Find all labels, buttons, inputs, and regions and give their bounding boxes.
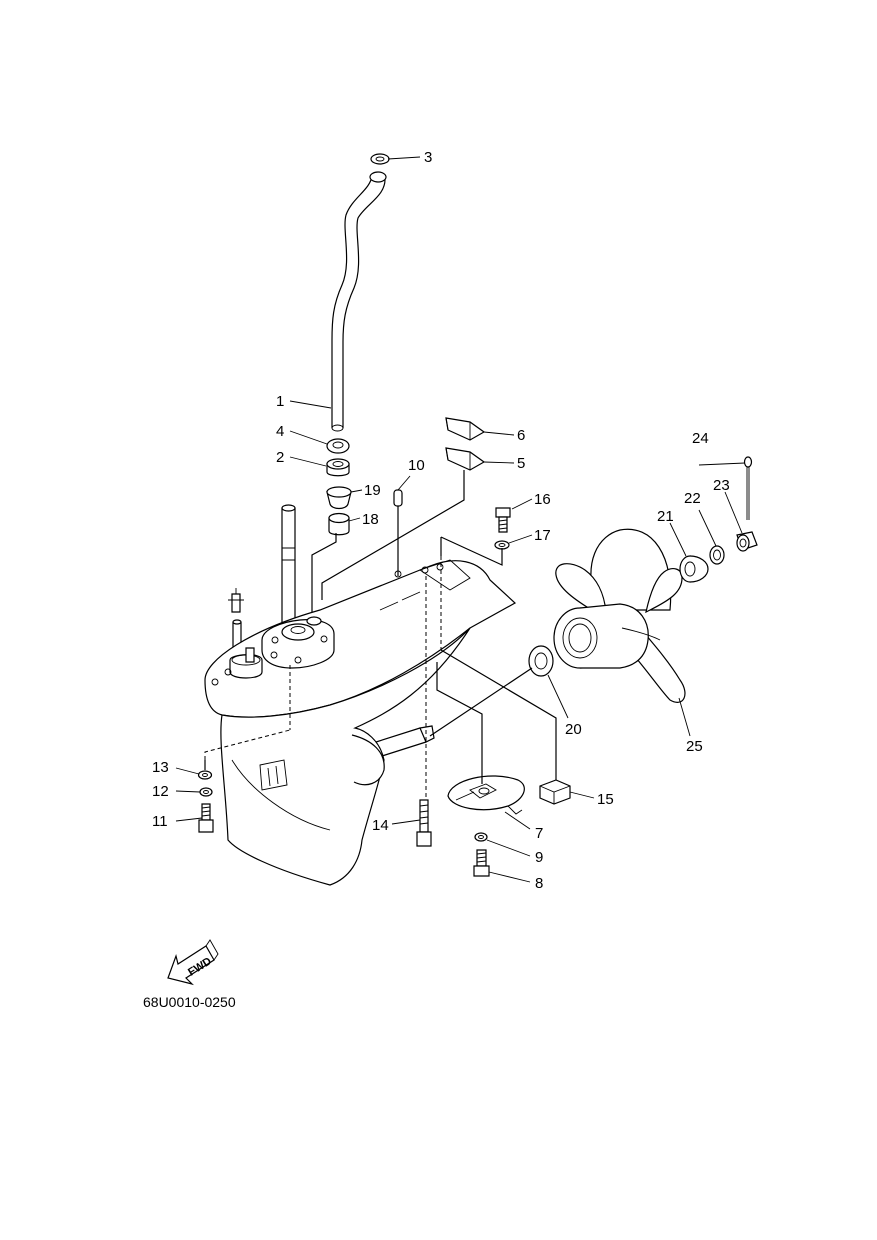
part-25-propeller — [553, 528, 686, 703]
callout-25: 25 — [686, 738, 703, 755]
leader-lines — [175, 156, 746, 883]
callout-15: 15 — [597, 791, 614, 808]
callout-5: 5 — [517, 455, 525, 472]
callout-6: 6 — [517, 427, 525, 444]
lower-casing — [204, 559, 517, 886]
callout-13: 13 — [152, 759, 169, 776]
part-10-dowel-pin — [393, 489, 403, 507]
part-1-water-tube — [331, 171, 387, 432]
part-5-rubber-seal — [445, 447, 486, 471]
callout-17: 17 — [534, 527, 551, 544]
part-16-bolt — [495, 507, 511, 533]
part-15-anode — [539, 779, 571, 805]
part-3-washer — [370, 153, 390, 165]
callout-7: 7 — [535, 825, 543, 842]
part-17-washer — [494, 540, 510, 550]
part-22-washer — [709, 545, 725, 565]
callout-8: 8 — [535, 875, 543, 892]
part-23-nut — [736, 531, 758, 552]
callout-14: 14 — [372, 817, 389, 834]
part-12-washer — [199, 787, 213, 797]
part-2-seal — [326, 458, 350, 477]
part-6-rubber-seal — [445, 417, 486, 441]
callout-4: 4 — [276, 423, 284, 440]
callout-labels: 3 1 4 2 6 5 10 19 18 16 17 24 22 23 21 2… — [152, 149, 730, 892]
callout-22: 22 — [684, 490, 701, 507]
part-8-bolt — [473, 849, 490, 877]
callout-3: 3 — [424, 149, 432, 166]
part-14-bolt — [416, 799, 432, 847]
callout-19: 19 — [364, 482, 381, 499]
part-18-collar — [328, 512, 350, 536]
part-7-trim-tab — [447, 775, 525, 815]
callout-16: 16 — [534, 491, 551, 508]
callout-24: 24 — [692, 430, 709, 447]
diagram-code: 68U0010-0250 — [143, 994, 236, 1010]
callout-11: 11 — [152, 813, 168, 830]
callout-21: 21 — [657, 508, 674, 525]
callout-18: 18 — [362, 511, 379, 528]
callout-20: 20 — [565, 721, 582, 738]
part-13-washer — [197, 770, 213, 780]
callout-10: 10 — [408, 457, 425, 474]
part-11-bolt — [198, 803, 214, 833]
part-24-cotter-pin — [743, 456, 753, 520]
callout-12: 12 — [152, 783, 169, 800]
part-4-grommet — [326, 438, 350, 454]
part-9-washer — [474, 832, 488, 842]
callout-9: 9 — [535, 849, 543, 866]
callout-2: 2 — [276, 449, 284, 466]
part-21-spacer — [679, 555, 709, 583]
fwd-arrow-icon: FWD — [167, 939, 219, 986]
drive-shaft — [281, 504, 296, 626]
assembly-lines — [204, 470, 557, 800]
part-19-cup — [326, 486, 352, 510]
callout-1: 1 — [276, 393, 284, 410]
callout-23: 23 — [713, 477, 730, 494]
shift-rod-clip — [228, 588, 244, 613]
part-20-spacer — [528, 645, 554, 677]
